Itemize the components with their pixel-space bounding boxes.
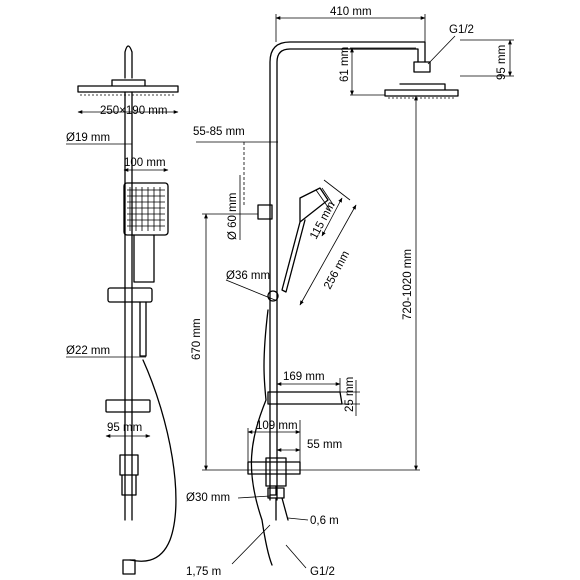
dim-height-range: 720-1020 mm [402, 249, 414, 320]
dim-mixer-offset: 55 mm [307, 439, 342, 451]
dim-head-height: 95 mm [496, 45, 508, 80]
dim-line-handshower-len [299, 204, 357, 306]
leader-thread-bottom [285, 544, 307, 569]
dim-hose-dia: Ø22 mm [66, 345, 110, 357]
dim-handshower-width: 100 mm [124, 157, 166, 169]
side-riser [269, 41, 426, 501]
dim-mixer-width: 109 mm [256, 420, 298, 432]
dim-shelf-width: 169 mm [283, 371, 325, 383]
dim-shelf-height: 25 mm [344, 377, 356, 412]
dim-handshower-len: 256 mm [322, 249, 352, 291]
dim-hose-short: 0,6 m [310, 515, 339, 527]
front-view: 250×190 mm Ø19 mm 100 mm Ø22 mm 95 mm [66, 45, 179, 575]
dim-mixer-height: 670 mm [191, 318, 203, 360]
dim-riser-dia: Ø19 mm [66, 132, 110, 144]
dim-ext-handshower-top [323, 179, 351, 201]
dim-hose-long: 1,75 m [186, 566, 221, 578]
front-mixer [119, 454, 139, 496]
side-head-connector [413, 61, 431, 73]
side-mixer [247, 461, 301, 475]
side-holder [257, 204, 273, 220]
front-hose [139, 301, 147, 357]
dim-thread-top: G1/2 [449, 24, 474, 36]
handshower-grid [127, 187, 165, 231]
front-arm-neck [124, 45, 133, 79]
dim-joint-dia: Ø36 mm [226, 270, 270, 282]
front-handshower-head [123, 182, 169, 236]
leader-outlet [237, 495, 271, 499]
dim-head-size: 250×190 mm [100, 105, 167, 117]
dim-handshower-head-len: 115 mm [308, 200, 338, 242]
leader-thread-top [427, 35, 456, 65]
side-joint [267, 290, 279, 302]
side-hose [250, 309, 273, 566]
front-riser [124, 91, 133, 521]
front-handshower-handle [133, 234, 155, 283]
dim-holder-dia: Ø 60 mm [227, 193, 239, 240]
front-rain-head [77, 79, 179, 93]
side-handshower [281, 187, 329, 293]
front-bottom-connector [122, 559, 136, 575]
leader-hose-short [287, 517, 309, 521]
leader-joint [225, 279, 276, 301]
dim-shelf-depth-left: 95 mm [107, 422, 142, 434]
front-hose-loop [129, 359, 177, 562]
dim-arm-drop: 61 mm [339, 47, 351, 82]
side-rain-head [384, 83, 459, 97]
front-holder [107, 287, 153, 303]
dim-arm-length: 410 mm [330, 6, 372, 18]
side-mixer-handle [269, 485, 277, 496]
dim-holder-offset: 55-85 mm [193, 126, 245, 138]
side-shelf [267, 391, 343, 405]
side-bottom-hose [275, 497, 289, 521]
front-shelf [105, 399, 151, 413]
dim-thread-bottom: G1/2 [310, 566, 335, 578]
leader-hose-long [231, 524, 271, 565]
dim-outlet-dia: Ø30 mm [186, 492, 230, 504]
side-view: 720-1020 mm 670 mm 410 mm G1/2 95 mm 61 … [186, 6, 514, 578]
